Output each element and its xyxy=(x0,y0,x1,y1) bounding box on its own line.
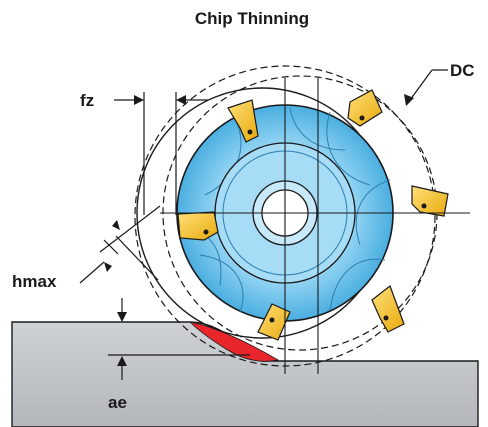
page-title: Chip Thinning xyxy=(195,9,309,28)
dc-leader xyxy=(409,69,448,101)
center-lines xyxy=(160,78,470,374)
dimension-arrow-icon xyxy=(117,312,127,366)
ae-label: ae xyxy=(108,393,127,412)
fz-label: fz xyxy=(80,91,94,110)
dc-label: DC xyxy=(450,61,475,80)
hmax-dimension xyxy=(79,205,161,284)
dimension-arrow-icon xyxy=(104,220,120,272)
hmax-label: hmax xyxy=(12,272,57,291)
dimension-arrow-icon xyxy=(404,94,414,106)
workpiece xyxy=(11,321,479,427)
dimension-arrow-icon xyxy=(134,95,186,105)
